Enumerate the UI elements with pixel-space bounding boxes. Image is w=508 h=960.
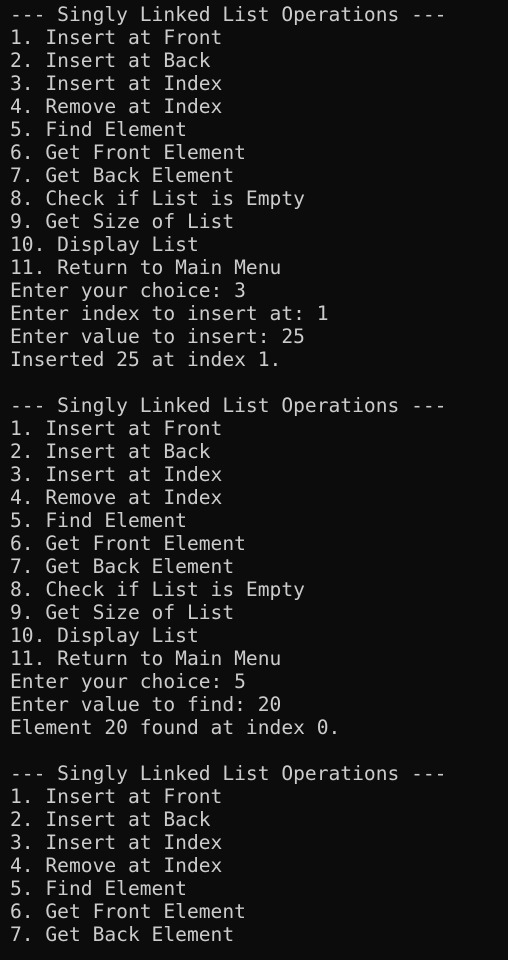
terminal-line: 1. Insert at Front [10, 785, 223, 808]
terminal-line: 6. Get Front Element [10, 141, 246, 164]
terminal-line: 4. Remove at Index [10, 854, 223, 877]
terminal-line: 3. Insert at Index [10, 463, 223, 486]
terminal-line [10, 739, 508, 762]
terminal-line: 4. Remove at Index [10, 486, 223, 509]
terminal-line: 5. Find Element [10, 118, 187, 141]
terminal-line: Enter index to insert at: 1 [10, 302, 329, 325]
terminal-line: 4. Remove at Index [10, 95, 223, 118]
terminal-line: Enter your choice: 5 [10, 670, 246, 693]
terminal-line: 5. Find Element [10, 877, 187, 900]
terminal-line: Element 20 found at index 0. [10, 716, 341, 739]
terminal-line: Enter value to find: 20 [10, 693, 282, 716]
terminal-line: Enter value to insert: 25 [10, 325, 305, 348]
terminal-line: 5. Find Element [10, 509, 187, 532]
terminal-line: --- Singly Linked List Operations --- [10, 3, 447, 26]
terminal-line: 6. Get Front Element [10, 532, 246, 555]
terminal-line: 11. Return to Main Menu [10, 647, 282, 670]
terminal-line: 8. Check if List is Empty [10, 578, 305, 601]
terminal-line: 11. Return to Main Menu [10, 256, 282, 279]
terminal-line: 10. Display List [10, 233, 199, 256]
terminal-line: 7. Get Back Element [10, 164, 235, 187]
terminal-line: 1. Insert at Front [10, 26, 223, 49]
terminal-line: 8. Check if List is Empty [10, 187, 305, 210]
terminal-line: 10. Display List [10, 624, 199, 647]
terminal-line: 3. Insert at Index [10, 72, 223, 95]
terminal-line: --- Singly Linked List Operations --- [10, 394, 447, 417]
terminal-line: 1. Insert at Front [10, 417, 223, 440]
terminal-line: --- Singly Linked List Operations --- [10, 762, 447, 785]
terminal-line: Enter your choice: 3 [10, 279, 246, 302]
terminal-line [10, 371, 508, 394]
terminal-line: 7. Get Back Element [10, 923, 235, 946]
terminal-line: 2. Insert at Back [10, 49, 211, 72]
terminal-line: 2. Insert at Back [10, 808, 211, 831]
terminal-line: 9. Get Size of List [10, 210, 235, 233]
terminal-line: 9. Get Size of List [10, 601, 235, 624]
terminal-line: 2. Insert at Back [10, 440, 211, 463]
terminal-line: 6. Get Front Element [10, 900, 246, 923]
terminal-line: Inserted 25 at index 1. [10, 348, 282, 371]
terminal-line: 7. Get Back Element [10, 555, 235, 578]
terminal-line: 3. Insert at Index [10, 831, 223, 854]
